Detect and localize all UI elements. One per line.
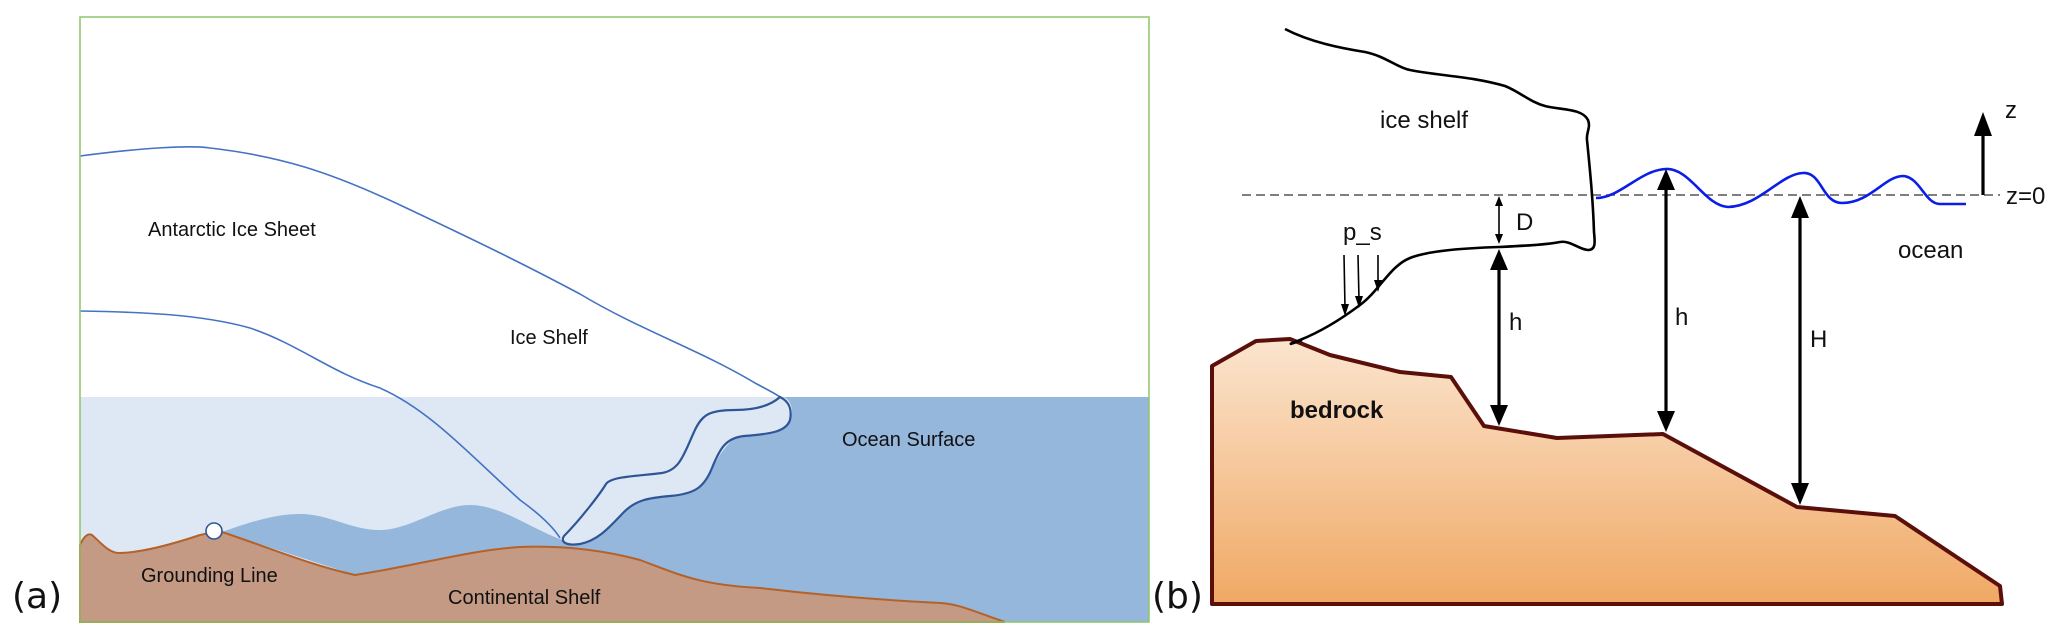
label-thickness-open-ocean: h bbox=[1675, 304, 1688, 331]
pressure-arrow-1 bbox=[1343, 254, 1346, 309]
label-ice-shelf: Ice Shelf bbox=[510, 327, 588, 349]
label-ice-shelf-b: ice shelf bbox=[1380, 107, 1468, 134]
label-antarctic-ice-sheet: Antarctic Ice Sheet bbox=[148, 219, 316, 241]
label-z-axis: z bbox=[2005, 97, 2017, 124]
draft-arrow-head-top bbox=[1495, 196, 1503, 206]
panel-a-frame bbox=[79, 16, 1150, 623]
ice-shelf-outline bbox=[561, 395, 792, 546]
ocean-surface-wave bbox=[1595, 167, 1966, 209]
label-depth: H bbox=[1810, 326, 1827, 353]
ice-shelf-outline-b bbox=[1284, 27, 1596, 346]
thickness-arrow-under-shelf-head-bottom bbox=[1490, 405, 1508, 426]
panel-a-tag: (a) bbox=[12, 576, 62, 617]
continental-shelf-bedrock bbox=[79, 531, 1006, 623]
open-ocean bbox=[560, 396, 1149, 622]
pressure-arrow-2 bbox=[1357, 254, 1360, 301]
depth-arrow-head-bottom bbox=[1791, 483, 1809, 505]
label-sea-level: z=0 bbox=[2006, 183, 2045, 210]
thickness-arrow-open-ocean-head-top bbox=[1657, 169, 1675, 190]
label-thickness-under-shelf: h bbox=[1509, 309, 1522, 336]
ice-sheet-inner-curve bbox=[79, 310, 561, 539]
pressure-arrow-1-head bbox=[1341, 304, 1349, 316]
label-draft: D bbox=[1516, 209, 1533, 236]
grounding-line-marker bbox=[205, 522, 223, 540]
label-grounding-line: Grounding Line bbox=[141, 565, 278, 587]
pressure-arrow-3-head bbox=[1374, 280, 1382, 292]
label-pressure: p_s bbox=[1343, 219, 1382, 246]
draft-arrow-head-bottom bbox=[1495, 234, 1503, 244]
z-axis-arrow-head bbox=[1974, 112, 1992, 136]
bedrock-body bbox=[1210, 337, 2004, 606]
panel-a: Antarctic Ice Sheet Ice Shelf Ocean Surf… bbox=[12, 16, 1150, 623]
panel-b: ice shelf ocean bedrock p_s D h h H z z=… bbox=[1152, 27, 2045, 617]
label-bedrock: bedrock bbox=[1290, 397, 1384, 424]
thickness-arrow-open-ocean-head-bottom bbox=[1657, 411, 1675, 432]
label-ocean-surface: Ocean Surface bbox=[842, 429, 975, 451]
sub-shelf-cavity bbox=[222, 505, 600, 575]
label-continental-shelf: Continental Shelf bbox=[448, 587, 601, 609]
depth-arrow-head-top bbox=[1791, 196, 1809, 218]
thickness-arrow-under-shelf-head-top bbox=[1490, 249, 1508, 270]
label-ocean: ocean bbox=[1898, 237, 1963, 264]
pressure-arrow-2-head bbox=[1355, 296, 1363, 308]
ice-sheet-surface bbox=[79, 146, 781, 398]
panel-b-tag: (b) bbox=[1152, 576, 1203, 617]
